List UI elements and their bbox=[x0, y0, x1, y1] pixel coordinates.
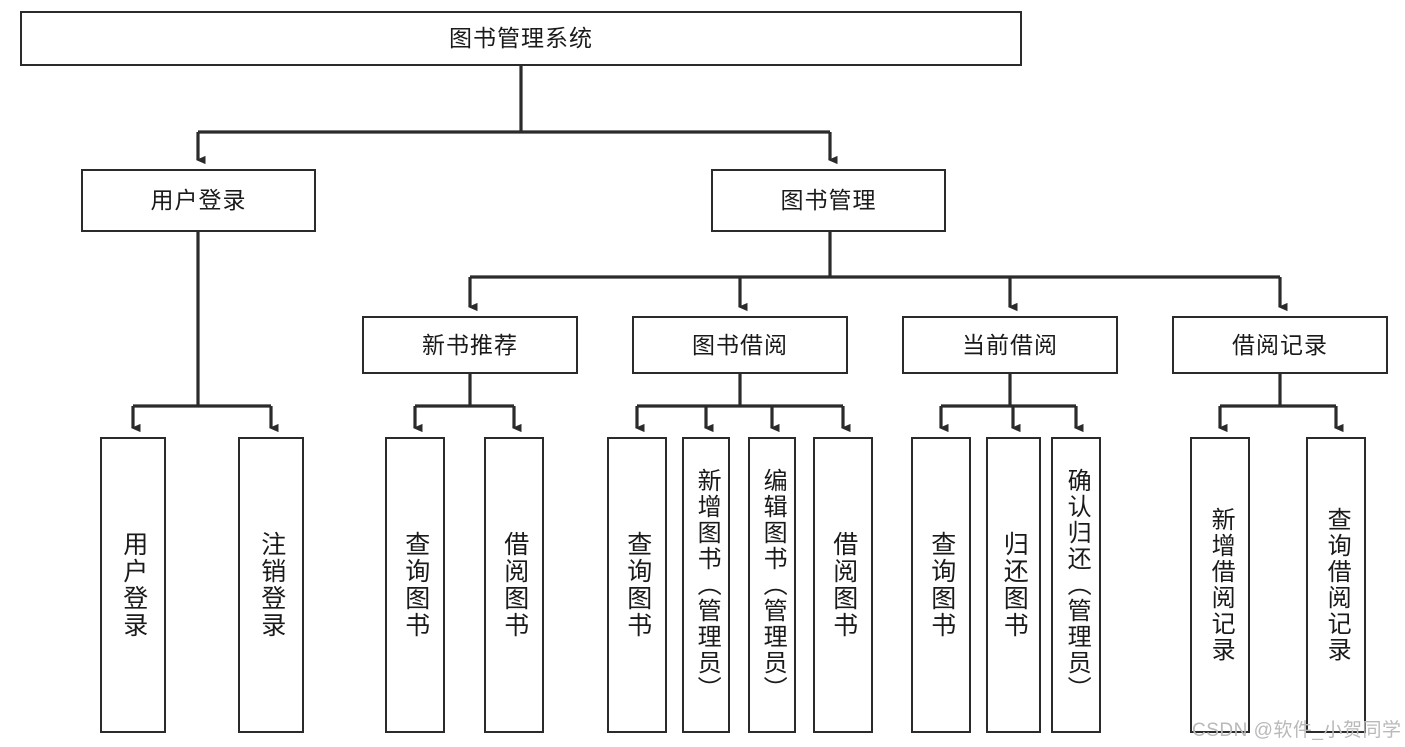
leaf-confirm-return-admin[interactable]: 确认归还（管理员） bbox=[1051, 437, 1101, 733]
leaf-return-book[interactable]: 归还图书 bbox=[986, 437, 1041, 733]
leaf-add-borrow-record[interactable]: 新增借阅记录 bbox=[1190, 437, 1250, 733]
node-book-management[interactable]: 图书管理 bbox=[711, 169, 946, 232]
leaf-query-book-current-label: 查询图书 bbox=[927, 531, 956, 639]
leaf-query-book-borrow[interactable]: 查询图书 bbox=[607, 437, 667, 733]
node-book-borrow[interactable]: 图书借阅 bbox=[632, 316, 848, 374]
node-book-management-label: 图书管理 bbox=[780, 187, 877, 214]
leaf-confirm-return-admin-label: 确认归还（管理员） bbox=[1063, 468, 1091, 702]
leaf-logout[interactable]: 注销登录 bbox=[238, 437, 304, 733]
leaf-query-book-borrow-label: 查询图书 bbox=[623, 531, 652, 639]
node-borrow-record[interactable]: 借阅记录 bbox=[1172, 316, 1388, 374]
leaf-add-borrow-record-label: 新增借阅记录 bbox=[1207, 507, 1235, 663]
leaf-borrow-book-recommend[interactable]: 借阅图书 bbox=[484, 437, 544, 733]
edge-group-user-login bbox=[130, 232, 279, 433]
node-root-label: 图书管理系统 bbox=[449, 25, 593, 52]
leaf-edit-book-admin[interactable]: 编辑图书（管理员） bbox=[748, 437, 796, 733]
leaf-borrow-book-label: 借阅图书 bbox=[829, 531, 858, 639]
leaf-query-book-current[interactable]: 查询图书 bbox=[911, 437, 971, 733]
leaf-query-borrow-record-label: 查询借阅记录 bbox=[1323, 507, 1351, 663]
edge-group-new-book bbox=[412, 374, 522, 433]
leaf-borrow-book[interactable]: 借阅图书 bbox=[813, 437, 873, 733]
node-new-book-recommend-label: 新书推荐 bbox=[422, 331, 518, 358]
leaf-query-book-recommend[interactable]: 查询图书 bbox=[385, 437, 445, 733]
node-book-borrow-label: 图书借阅 bbox=[692, 331, 788, 358]
edge-group-current-borrow bbox=[938, 374, 1084, 433]
leaf-query-book-recommend-label: 查询图书 bbox=[401, 531, 430, 639]
csdn-watermark: CSDN @软件_小贺同学 bbox=[1192, 720, 1402, 741]
edge-group-borrow bbox=[634, 374, 851, 433]
edge-group-book-mgmt bbox=[467, 232, 1288, 312]
node-current-borrow-label: 当前借阅 bbox=[962, 331, 1058, 358]
leaf-add-book-admin-label: 新增图书（管理员） bbox=[693, 468, 721, 702]
leaf-user-login[interactable]: 用户登录 bbox=[100, 437, 166, 733]
leaf-add-book-admin[interactable]: 新增图书（管理员） bbox=[682, 437, 730, 733]
edge-group-root bbox=[195, 66, 838, 165]
node-root[interactable]: 图书管理系统 bbox=[20, 11, 1022, 66]
node-borrow-record-label: 借阅记录 bbox=[1232, 331, 1328, 358]
leaf-user-login-label: 用户登录 bbox=[119, 531, 148, 639]
leaf-logout-label: 注销登录 bbox=[257, 531, 286, 639]
leaf-return-book-label: 归还图书 bbox=[1000, 531, 1029, 639]
leaf-query-borrow-record[interactable]: 查询借阅记录 bbox=[1306, 437, 1366, 733]
node-current-borrow[interactable]: 当前借阅 bbox=[902, 316, 1118, 374]
leaf-borrow-book-recommend-label: 借阅图书 bbox=[500, 531, 529, 639]
node-user-login[interactable]: 用户登录 bbox=[81, 169, 316, 232]
edge-group-borrow-record bbox=[1217, 374, 1344, 433]
leaf-edit-book-admin-label: 编辑图书（管理员） bbox=[759, 468, 787, 702]
node-new-book-recommend[interactable]: 新书推荐 bbox=[362, 316, 578, 374]
node-user-login-label: 用户登录 bbox=[150, 187, 247, 214]
